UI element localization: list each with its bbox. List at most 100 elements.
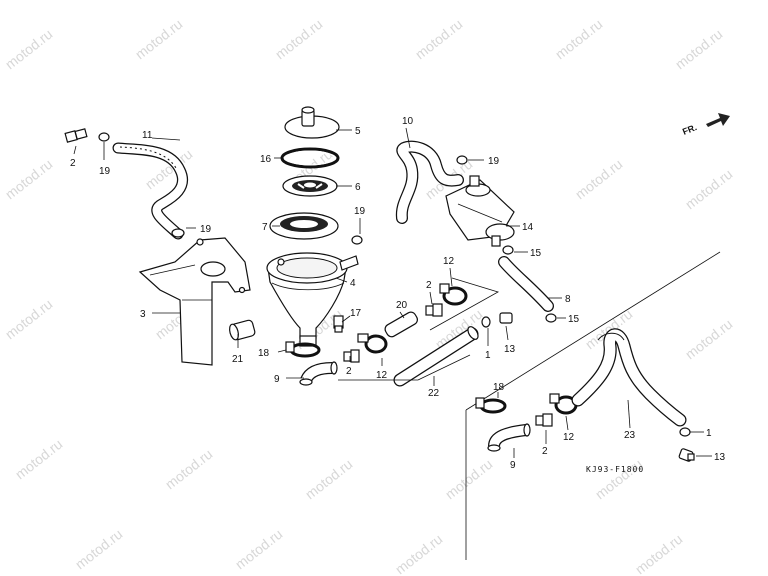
part-1-clip — [679, 427, 691, 437]
watermark: motod.ru — [592, 456, 645, 503]
part-3-bracket — [138, 237, 251, 366]
part-23-hose — [571, 328, 687, 427]
watermark: motod.ru — [132, 16, 185, 63]
callout-labels: 11 2 19 19 3 5 16 6 7 4 21 18 9 17 19 2 … — [70, 116, 726, 474]
callout-2: 2 — [346, 366, 352, 377]
part-21-sleeve — [229, 319, 256, 341]
callout-13: 13 — [504, 344, 516, 355]
callout-13: 13 — [714, 452, 726, 463]
callout-22: 22 — [428, 388, 440, 399]
part-13-fitting — [678, 448, 695, 462]
callout-3: 3 — [140, 309, 146, 320]
callout-19: 19 — [488, 156, 500, 167]
part-15-clip — [502, 245, 557, 323]
leader-frame — [429, 277, 500, 331]
part-2-fitting — [425, 303, 443, 317]
callout-18: 18 — [493, 382, 505, 393]
callout-12: 12 — [563, 432, 575, 443]
part-2-fitting — [535, 413, 553, 427]
part-11-hose — [112, 142, 188, 240]
callout-20: 20 — [396, 300, 408, 311]
callout-19: 19 — [200, 224, 212, 235]
watermark: motod.ru — [2, 26, 55, 73]
drawing-code: KJ93-F1800 — [586, 465, 644, 474]
callout-14: 14 — [522, 222, 534, 233]
watermark: motod.ru — [2, 296, 55, 343]
part-19-clip — [98, 132, 185, 238]
callout-17: 17 — [350, 308, 362, 319]
watermark: motod.ru — [272, 16, 325, 63]
callout-15: 15 — [530, 248, 542, 259]
leader-frame — [338, 354, 471, 381]
watermark: motod.ru — [632, 531, 685, 576]
watermark: motod.ru — [442, 456, 495, 503]
part-12-clamp — [357, 333, 388, 354]
callout-1: 1 — [485, 350, 491, 361]
front-direction-marker: FR. — [681, 113, 730, 137]
inset-border-top — [465, 251, 721, 411]
part-1-clip — [481, 316, 491, 328]
callout-9: 9 — [510, 460, 516, 471]
callout-5: 5 — [355, 126, 361, 137]
callout-2: 2 — [426, 280, 432, 291]
callout-9: 9 — [274, 374, 280, 385]
callout-10: 10 — [402, 116, 414, 127]
part-7-filter — [269, 212, 339, 240]
callout-2: 2 — [542, 446, 548, 457]
part-20-tube — [384, 311, 418, 338]
part-9-elbow — [299, 361, 338, 386]
callout-21: 21 — [232, 354, 244, 365]
part-19-clip — [351, 155, 468, 245]
watermark: motod.ru — [162, 446, 215, 493]
part-14-fuel-filter — [445, 175, 515, 247]
callout-11: 11 — [142, 130, 153, 141]
front-label: FR. — [681, 122, 698, 137]
part-2-fitting — [64, 128, 88, 143]
leader-lines — [73, 127, 712, 458]
part-9-elbow — [487, 423, 531, 452]
watermark: motod.ru — [672, 26, 725, 73]
callout-8: 8 — [565, 294, 571, 305]
part-4-strainer-body — [266, 252, 359, 347]
callout-6: 6 — [355, 182, 361, 193]
callout-12: 12 — [443, 256, 455, 267]
front-arrow-icon — [706, 113, 730, 127]
part-18-clamp — [475, 397, 507, 414]
callout-1: 1 — [706, 428, 712, 439]
part-18-clamp — [285, 341, 321, 358]
watermark: motod.ru — [552, 16, 605, 63]
part-2-fitting — [343, 349, 360, 363]
part-12-clamp — [439, 283, 468, 306]
callout-12: 12 — [376, 370, 388, 381]
callout-19: 19 — [354, 206, 366, 217]
watermark-layer: motod.ru motod.ru motod.ru motod.ru moto… — [2, 16, 735, 576]
callout-2: 2 — [70, 158, 76, 169]
callout-18: 18 — [258, 348, 270, 359]
callout-7: 7 — [262, 222, 268, 233]
watermark: motod.ru — [72, 526, 125, 573]
watermark: motod.ru — [392, 531, 445, 576]
watermark: motod.ru — [12, 436, 65, 483]
watermark: motod.ru — [232, 526, 285, 573]
part-17-fitting — [333, 315, 344, 333]
callout-4: 4 — [350, 278, 356, 289]
part-6-strainer — [282, 175, 338, 197]
callout-16: 16 — [260, 154, 272, 165]
watermark: motod.ru — [412, 16, 465, 63]
part-22-hose — [393, 326, 479, 387]
callout-15: 15 — [568, 314, 580, 325]
part-13-fitting — [499, 312, 513, 324]
watermark: motod.ru — [572, 156, 625, 203]
callout-19: 19 — [99, 166, 111, 177]
watermark: motod.ru — [302, 456, 355, 503]
watermark: motod.ru — [2, 156, 55, 203]
part-5-cap — [284, 106, 340, 139]
callout-23: 23 — [624, 430, 636, 441]
part-10-hose — [395, 140, 464, 224]
part-8-hose — [498, 256, 554, 312]
part-12-clamp — [549, 393, 578, 415]
watermark: motod.ru — [682, 166, 735, 213]
watermark: motod.ru — [682, 316, 735, 363]
